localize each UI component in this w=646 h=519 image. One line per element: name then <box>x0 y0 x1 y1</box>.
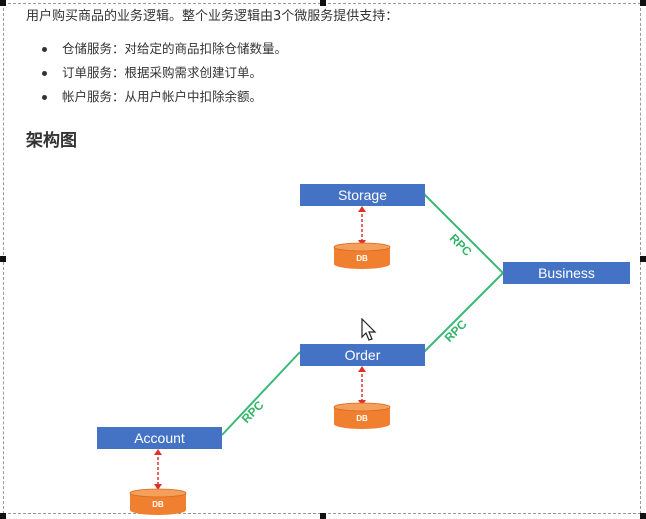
storage-node[interactable]: Storage <box>300 184 425 206</box>
service-item-label: 仓储服务：对给定的商品扣除仓储数量。 <box>62 41 288 56</box>
order-db[interactable]: DB <box>333 402 391 430</box>
db-label: DB <box>356 254 368 263</box>
resize-handle-middle-right[interactable] <box>640 256 646 262</box>
bullet-icon <box>42 95 47 100</box>
database-icon <box>333 402 391 429</box>
intro-text: 用户购买商品的业务逻辑。整个业务逻辑由3个微服务提供支持： <box>26 9 399 24</box>
service-list: 仓储服务：对给定的商品扣除仓储数量。 订单服务：根据采购需求创建订单。 帐户服务… <box>30 37 287 109</box>
resize-handle-top-right[interactable] <box>640 0 646 6</box>
db-link-arrowhead <box>358 366 366 372</box>
service-item-order: 订单服务：根据采购需求创建订单。 <box>30 61 287 85</box>
service-item-label: 订单服务：根据采购需求创建订单。 <box>62 65 263 80</box>
rpc-link-order-account <box>221 351 301 436</box>
mouse-pointer-icon <box>361 318 377 341</box>
service-item-label: 帐户服务：从用户帐户中扣除余额。 <box>62 89 263 104</box>
db-link-arrowhead <box>154 449 162 455</box>
service-item-storage: 仓储服务：对给定的商品扣除仓储数量。 <box>30 37 287 61</box>
resize-handle-bottom-right[interactable] <box>640 513 646 519</box>
bullet-icon <box>42 47 47 52</box>
bullet-icon <box>42 71 47 76</box>
account-db[interactable]: DB <box>129 488 187 516</box>
section-title: 架构图 <box>26 131 77 151</box>
resize-handle-middle-left[interactable] <box>0 256 6 262</box>
storage-db[interactable]: DB <box>333 242 391 270</box>
order-node[interactable]: Order <box>300 344 425 366</box>
business-node[interactable]: Business <box>503 262 630 284</box>
resize-handle-top-left[interactable] <box>0 0 6 6</box>
db-link-arrowhead <box>358 206 366 212</box>
database-icon <box>333 242 391 269</box>
rpc-link-business-storage <box>423 193 504 274</box>
account-node[interactable]: Account <box>97 427 222 449</box>
rpc-link-business-order <box>423 272 504 353</box>
resize-handle-top-center[interactable] <box>320 0 326 6</box>
resize-handle-bottom-center[interactable] <box>320 513 326 519</box>
resize-handle-bottom-left[interactable] <box>0 513 6 519</box>
service-item-account: 帐户服务：从用户帐户中扣除余额。 <box>30 85 287 109</box>
db-label: DB <box>152 500 164 509</box>
db-label: DB <box>356 414 368 423</box>
db-link-arrowhead <box>154 484 162 490</box>
database-icon <box>129 488 187 515</box>
